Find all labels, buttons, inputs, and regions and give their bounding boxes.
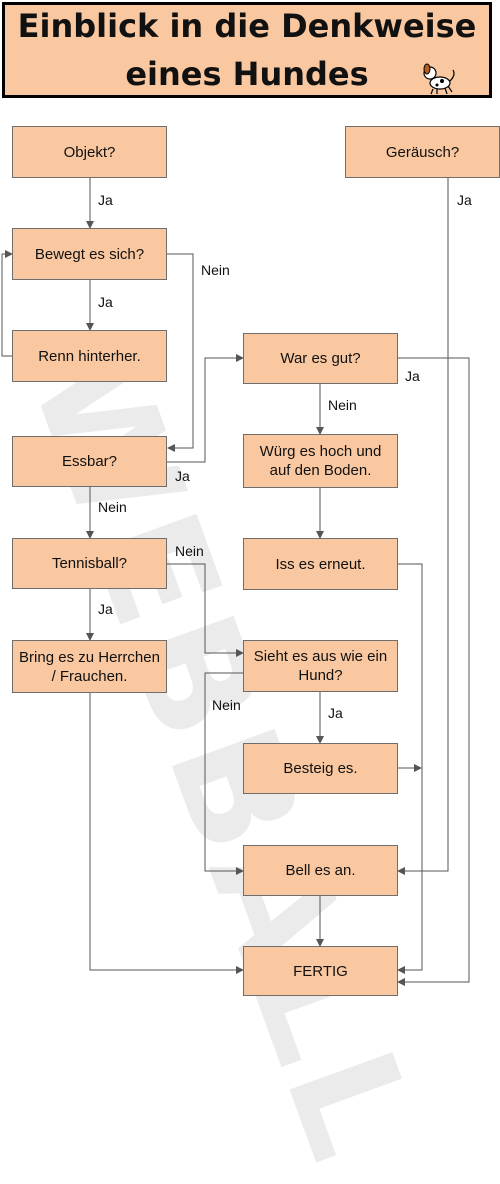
label-tennis-ja: Ja [98, 601, 113, 617]
node-wuerg: Würg es hoch und auf den Boden. [243, 434, 398, 488]
label-essbar-ja: Ja [175, 468, 190, 484]
node-war-gut: War es gut? [243, 333, 398, 384]
label-tennis-nein: Nein [175, 543, 204, 559]
label-war-nein: Nein [328, 397, 357, 413]
label-objekt-ja: Ja [98, 192, 113, 208]
label-war-ja: Ja [405, 368, 420, 384]
node-bring: Bring es zu Herrchen / Frauchen. [12, 640, 167, 693]
node-sieht-hund: Sieht es aus wie ein Hund? [243, 640, 398, 692]
label-essbar-nein: Nein [98, 499, 127, 515]
node-essbar: Essbar? [12, 436, 167, 487]
node-objekt: Objekt? [12, 126, 167, 178]
label-bewegt-nein: Nein [201, 262, 230, 278]
header-banner: Einblick in die Denkweise eines Hundes [2, 2, 492, 98]
label-geraeusch-ja: Ja [457, 192, 472, 208]
label-bewegt-ja: Ja [98, 294, 113, 310]
title-line-2: eines Hundes [125, 55, 369, 93]
title-line-1: Einblick in die Denkweise [17, 7, 477, 45]
node-renn: Renn hinterher. [12, 330, 167, 382]
node-tennisball: Tennisball? [12, 538, 167, 589]
label-hund-ja: Ja [328, 705, 343, 721]
node-bell: Bell es an. [243, 845, 398, 896]
dog-icon [423, 63, 455, 95]
node-besteig: Besteig es. [243, 743, 398, 794]
flow-connectors [1, 178, 470, 986]
node-geraeusch: Geräusch? [345, 126, 500, 178]
node-bewegt: Bewegt es sich? [12, 228, 167, 280]
node-fertig: FERTIG [243, 946, 398, 996]
node-iss: Iss es erneut. [243, 538, 398, 590]
label-hund-nein: Nein [212, 697, 241, 713]
